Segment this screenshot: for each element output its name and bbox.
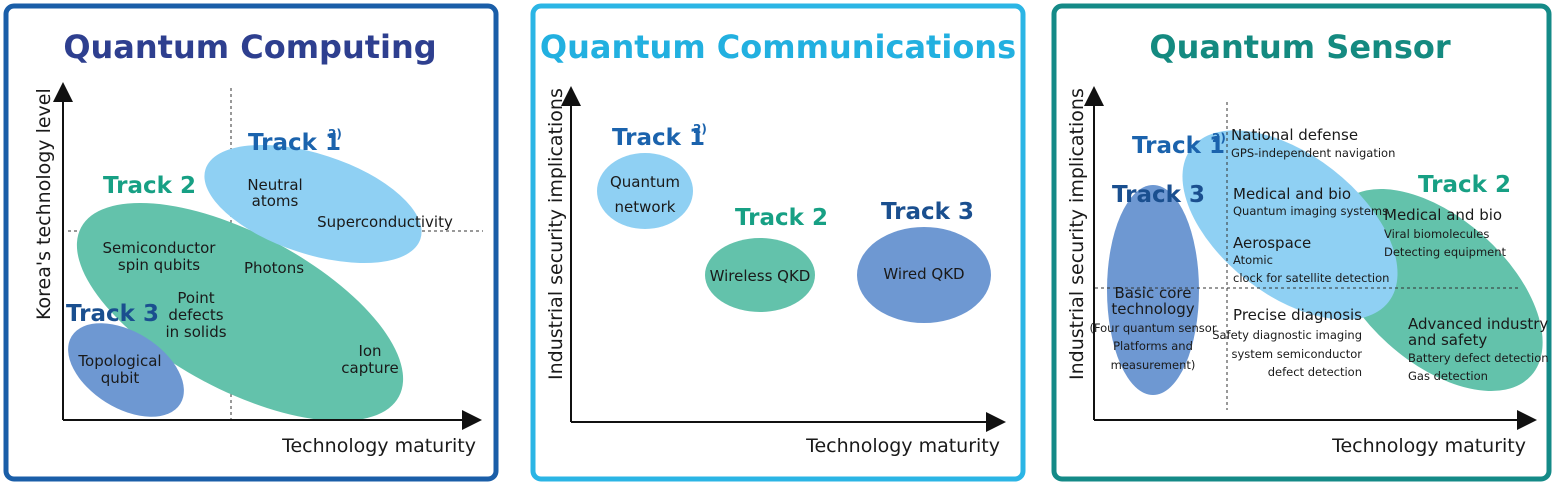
item-semiconductor: Semiconductor xyxy=(103,239,217,257)
item-point-defects: defects xyxy=(168,306,223,324)
item-detail: GPS-independent navigation xyxy=(1231,146,1395,160)
item-national-defense: National defense xyxy=(1231,126,1358,144)
item-ion-capture: Ion xyxy=(358,342,381,360)
track1-label: Track 1 xyxy=(1132,133,1225,159)
item-detail: Gas detection xyxy=(1408,369,1488,383)
x-axis-label: Technology maturity xyxy=(281,435,476,457)
item-detail: Platforms and xyxy=(1113,339,1193,353)
track2-label: Track 2 xyxy=(735,205,828,231)
panel-title: Quantum Sensor xyxy=(1149,28,1450,66)
item-neutral-atoms: Neutral xyxy=(247,176,302,194)
item-medical-bio-2: Medical and bio xyxy=(1384,206,1502,224)
track3-ellipse xyxy=(1107,185,1199,395)
item-basic-core: Basic core xyxy=(1115,284,1192,302)
item-detail: Detecting equipment xyxy=(1384,245,1507,259)
track3-label: Track 3 xyxy=(66,301,159,327)
track2-label: Track 2 xyxy=(103,173,196,199)
item-wireless-qkd: Wireless QKD xyxy=(710,267,811,285)
item-point-defects: Point xyxy=(177,289,214,307)
item-ion-capture: capture xyxy=(341,359,398,377)
panel-title: Quantum Computing xyxy=(63,28,436,66)
panel-title: Quantum Communications xyxy=(540,28,1016,66)
item-precise-diagnosis: Precise diagnosis xyxy=(1233,306,1362,324)
track3-label: Track 3 xyxy=(881,199,974,225)
item-aerospace: Aerospace xyxy=(1233,234,1311,252)
item-quantum-network: network xyxy=(615,198,676,216)
item-medical-bio: Medical and bio xyxy=(1233,185,1351,203)
track2-label: Track 2 xyxy=(1418,172,1511,198)
x-axis-label: Technology maturity xyxy=(805,435,1000,457)
track1-label: Track 1 xyxy=(612,125,705,151)
item-superconductivity: Superconductivity xyxy=(317,213,453,231)
item-detail: measurement) xyxy=(1111,358,1196,372)
track1-label: Track 1 xyxy=(248,130,341,156)
item-photons: Photons xyxy=(244,259,304,277)
panel-quantum-sensor: Quantum Sensor Industrial security impli… xyxy=(1051,3,1552,482)
item-detail: Battery defect detection xyxy=(1408,351,1549,365)
track2-ellipse xyxy=(76,202,404,422)
item-point-defects: in solids xyxy=(165,323,226,341)
panel-quantum-communications: Quantum Communications Industrial securi… xyxy=(530,3,1026,482)
item-advanced-industry: and safety xyxy=(1408,331,1487,349)
track1-sup: 2) xyxy=(693,122,707,136)
y-axis-label: Industrial security implications xyxy=(545,88,567,380)
item-detail: Atomic xyxy=(1233,253,1273,267)
item-detail: Viral biomolecules xyxy=(1384,227,1489,241)
item-topological-qubit: Topological xyxy=(77,352,161,370)
panel-quantum-computing: Quantum Computing Korea's technology lev… xyxy=(3,3,499,482)
track3-ellipse xyxy=(68,323,184,417)
item-wired-qkd: Wired QKD xyxy=(883,265,964,283)
track2-ellipse xyxy=(705,238,815,312)
track3-label: Track 3 xyxy=(1112,182,1205,208)
item-detail: clock for satellite detection xyxy=(1233,271,1389,285)
item-detail: defect detection xyxy=(1268,365,1362,379)
x-axis-label: Technology maturity xyxy=(1331,435,1526,457)
item-quantum-network: Quantum xyxy=(610,173,680,191)
track1-sup: 2) xyxy=(328,127,342,141)
track3-ellipse xyxy=(857,227,991,323)
item-basic-core: technology xyxy=(1111,300,1194,318)
track1-ellipse xyxy=(597,153,693,229)
y-axis-label: Industrial security implications xyxy=(1066,88,1088,380)
track1-ellipse xyxy=(1182,130,1398,320)
item-detail: (Four quantum sensor xyxy=(1089,321,1216,335)
track1-sup: 2) xyxy=(1212,131,1226,145)
item-advanced-industry: Advanced industry xyxy=(1408,315,1548,333)
item-neutral-atoms: atoms xyxy=(252,192,299,210)
item-detail: Safety diagnostic imaging xyxy=(1212,328,1362,342)
item-detail: system semiconductor xyxy=(1231,347,1362,361)
item-semiconductor: spin qubits xyxy=(118,256,200,274)
y-axis-label: Korea's technology level xyxy=(33,88,55,320)
item-detail: Quantum imaging systems xyxy=(1233,204,1388,218)
track1-ellipse xyxy=(204,145,422,263)
item-topological-qubit: qubit xyxy=(101,369,140,387)
